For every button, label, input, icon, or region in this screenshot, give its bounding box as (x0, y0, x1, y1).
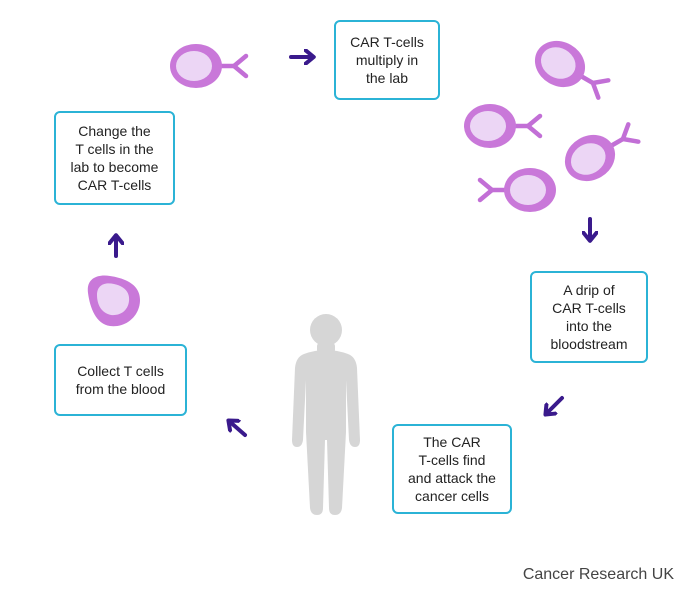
step-label-multiply: CAR T-cells multiply in the lab (350, 34, 424, 86)
step-label-collect: Collect T cells from the blood (75, 363, 166, 397)
step-label-change: Change the T cells in the lab to become … (70, 123, 159, 193)
step-box-find: The CAR T-cells find and attack the canc… (392, 424, 512, 514)
car-t-cell-icon (170, 44, 249, 88)
car-t-cell-icon (464, 104, 543, 148)
arrow-icon (546, 396, 564, 414)
step-box-drip: A drip of CAR T-cells into the bloodstre… (530, 271, 648, 363)
arrow-icon (229, 421, 247, 437)
step-box-multiply: CAR T-cells multiply in the lab (334, 20, 440, 100)
t-cell-icon (87, 275, 140, 327)
person-silhouette-icon (292, 314, 360, 515)
step-label-drip: A drip of CAR T-cells into the bloodstre… (550, 282, 628, 352)
step-box-change: Change the T cells in the lab to become … (54, 111, 175, 205)
car-t-cell-icon (564, 122, 641, 182)
credit-text: Cancer Research UK (522, 566, 674, 583)
step-box-collect: Collect T cells from the blood (54, 344, 187, 416)
car-t-cell-icon (534, 40, 611, 100)
step-label-find: The CAR T-cells find and attack the canc… (408, 434, 496, 504)
car-t-cell-icon (477, 168, 556, 212)
